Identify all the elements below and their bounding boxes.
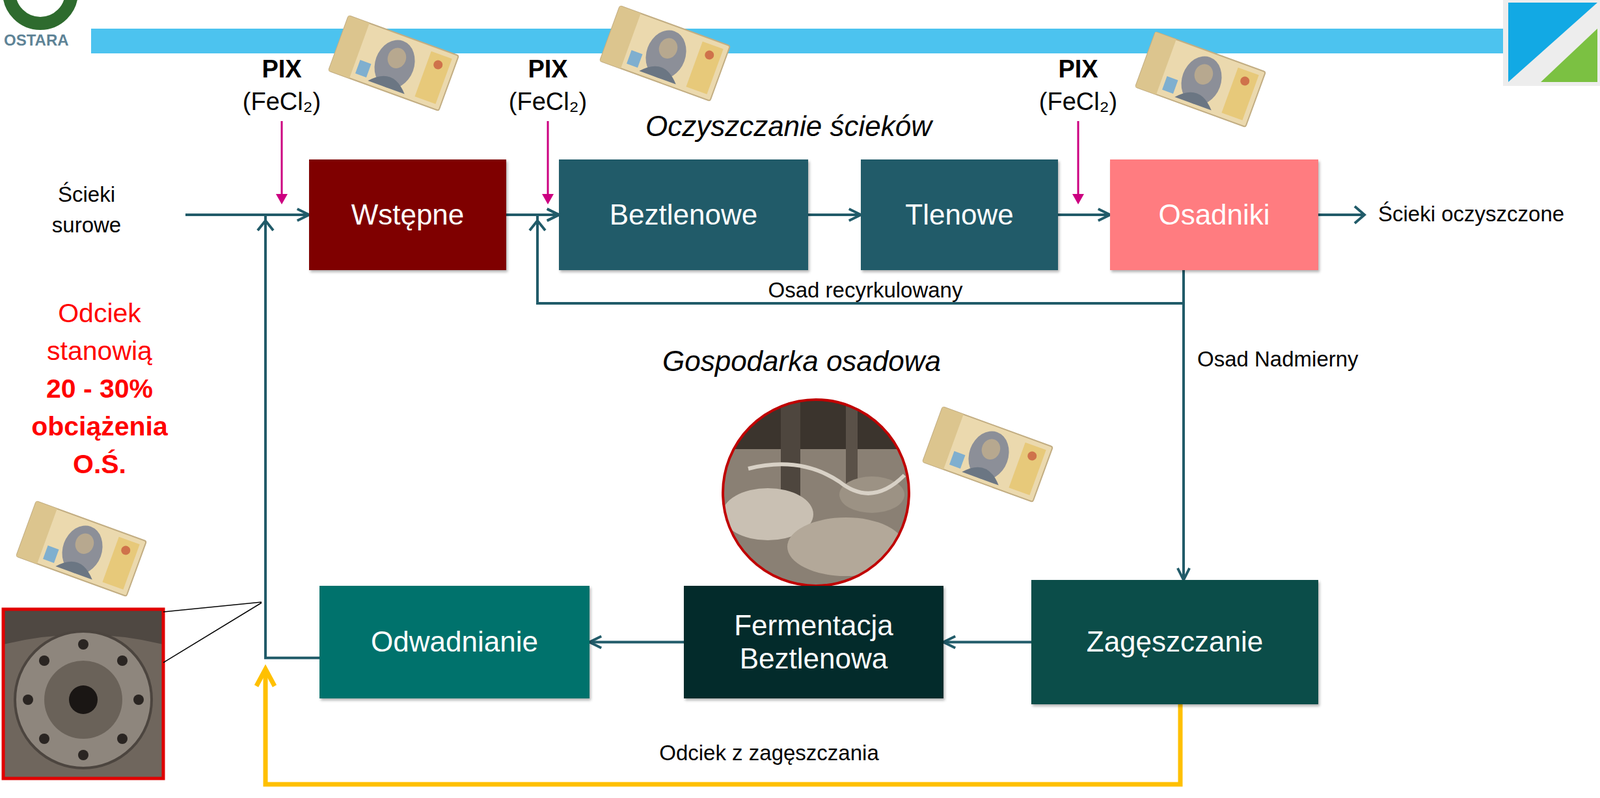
flow-arrow <box>265 214 320 658</box>
outflow-line <box>1318 213 1364 217</box>
banknote <box>922 406 1053 502</box>
box-label: Tlenowe <box>905 198 1014 232</box>
text-label: Gospodarka osadowa <box>662 344 941 379</box>
sludge-photo <box>715 390 924 599</box>
flange <box>14 631 152 768</box>
banknote <box>328 15 459 111</box>
bolt-hole <box>78 749 89 760</box>
bolt-hole <box>39 733 50 744</box>
bolt-hole <box>78 638 89 650</box>
box-label: Zagęszczanie <box>1086 625 1263 659</box>
leader-line <box>163 602 262 663</box>
outflow-head <box>1354 206 1365 224</box>
banknote <box>1135 31 1266 127</box>
process-box: Beztlenowe <box>558 159 809 271</box>
box-label: Osadniki <box>1158 198 1270 232</box>
text-label: PIX <box>527 55 568 84</box>
dosing-line <box>547 121 550 196</box>
photo-ground <box>3 609 164 779</box>
process-box: Zagęszczanie <box>1031 579 1319 705</box>
edge-label: Odciek z zagęszczania <box>655 740 883 766</box>
corner-logo <box>1503 0 1600 86</box>
dosing-line <box>281 121 284 196</box>
flow-arrow <box>1182 270 1185 580</box>
flange-ring <box>44 660 123 739</box>
photo-ground <box>715 390 924 599</box>
inflow-line <box>185 213 267 217</box>
text-label: (FeCl₂) <box>508 87 587 117</box>
text-label: Oczyszczanie ścieków <box>645 109 932 144</box>
dosing-head <box>1072 193 1085 205</box>
box-label: Beztlenowe <box>609 198 758 232</box>
text-label: (FeCl₂) <box>242 87 321 117</box>
pipe-hole <box>68 685 98 714</box>
process-box: Tlenowe <box>860 159 1058 271</box>
box-label: Wstępne <box>351 198 465 232</box>
bolt-hole <box>22 694 34 705</box>
process-box: Fermentacja Beztlenowa <box>683 585 944 699</box>
process-box: Osadniki <box>1110 159 1319 271</box>
bolt-hole <box>117 655 128 666</box>
photo-blob <box>787 517 905 576</box>
bolt-hole <box>117 733 128 744</box>
edge-label: Osad recyrkulowany <box>764 278 967 302</box>
flow-arrow <box>808 213 861 217</box>
photo-frame <box>722 399 909 586</box>
edge-label: Osad Nadmierny <box>1197 346 1359 372</box>
banknote <box>16 501 147 597</box>
text-label: PIX <box>261 55 302 84</box>
logo-ring <box>9 0 72 24</box>
pipe-photo <box>3 609 164 779</box>
banknote <box>599 5 731 101</box>
text-label: Ścieki surowe <box>37 178 136 241</box>
photo-frame <box>3 609 164 779</box>
text-label: 20 - 30% obciążenia O.Ś. <box>14 369 185 483</box>
leader-line <box>163 601 262 612</box>
dosing-head <box>542 193 554 205</box>
bolt-hole <box>39 655 50 666</box>
box-label: Fermentacja Beztlenowa <box>694 609 934 675</box>
bolt-hole <box>133 694 144 705</box>
flow-arrow <box>589 640 684 644</box>
text-label: Ścieki oczyszczone <box>1378 201 1565 227</box>
logo-green <box>1540 28 1598 82</box>
text-label: PIX <box>1057 55 1098 84</box>
process-box: Wstępne <box>309 159 507 271</box>
logo-ground <box>1503 0 1600 86</box>
flow-arrow <box>1057 213 1111 217</box>
logo-blue <box>1508 2 1598 82</box>
box-label: Odwadnianie <box>370 625 539 659</box>
photo-streak <box>748 463 905 493</box>
header-band <box>91 28 1504 54</box>
text-label: (FeCl₂) <box>1039 87 1118 117</box>
flow-arrow <box>943 640 1032 644</box>
dosing-head <box>275 193 288 205</box>
process-box: Odwadnianie <box>319 585 590 699</box>
dosing-line <box>1077 121 1080 196</box>
text-label: Odciek stanowią <box>14 294 185 370</box>
text-label: OSTARA <box>3 31 69 50</box>
